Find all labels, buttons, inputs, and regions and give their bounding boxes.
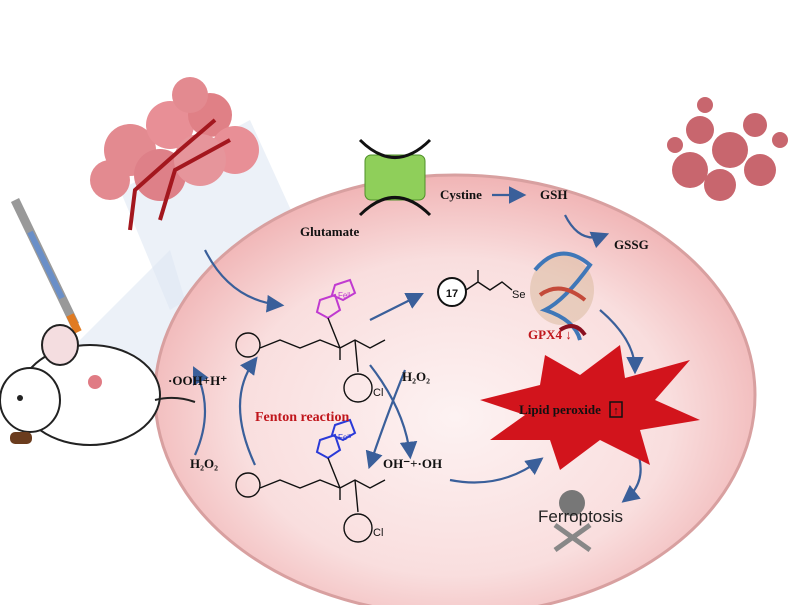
skull-crossbones-icon <box>553 490 592 553</box>
gssg-label: GSSG <box>614 237 649 252</box>
fenton-reaction-label: Fenton reaction <box>255 410 349 425</box>
selenium-label: Se <box>512 289 525 301</box>
oh-radical-label: OH⁻+·OH <box>383 456 442 471</box>
fe-ii-label: Feᴵᴵ <box>338 291 350 300</box>
fe-iii-label: Feᴵᴵᴵ <box>338 433 351 442</box>
h2o2-left-label: H₂O₂ <box>190 456 218 471</box>
arrow-oh-to-lipid <box>449 457 544 484</box>
arrow-to-lipid <box>599 309 644 375</box>
cl-label-top: Cl <box>373 387 383 399</box>
ferrocene-fe2-molecule <box>235 278 386 403</box>
lipid-peroxide-label: Lipid peroxide <box>519 402 601 417</box>
gpx4-label: GPX4 ↓ <box>528 327 572 342</box>
h2o2-right-label: H₂O₂ <box>402 369 430 384</box>
glutamate-label: Glutamate <box>300 224 359 239</box>
acrylate-bonds <box>465 270 513 291</box>
ferrocene-fe3-molecule <box>235 418 386 543</box>
cystine-label: Cystine <box>440 187 482 202</box>
increase-arrow: ↑ <box>613 405 619 417</box>
arrow-gsh-gssg <box>564 214 610 249</box>
ooh-label: ·OOH+H⁺ <box>168 373 227 388</box>
cell-body <box>153 173 757 605</box>
tumor-tissue-icon <box>90 77 259 231</box>
cl-label-bottom: Cl <box>373 527 383 539</box>
syringe-icon <box>10 198 82 334</box>
gsh-label: GSH <box>540 187 567 202</box>
compound-17-badge <box>437 277 467 307</box>
arrow-left-up <box>193 366 209 456</box>
arrow-right-down <box>369 364 418 460</box>
arrow-into-cell <box>204 249 285 313</box>
arrow-to-17 <box>369 293 424 321</box>
ferroptosis-label: Ferroptosis <box>538 507 623 526</box>
mouse-icon <box>0 324 196 446</box>
compound-number: 17 <box>446 288 458 300</box>
transporter-icon <box>358 138 432 217</box>
gpx4-protein-icon <box>530 251 594 341</box>
increase-box <box>609 401 623 418</box>
lipid-peroxide-burst <box>480 345 700 470</box>
arrow-right-cycle <box>365 369 407 470</box>
dead-tumor-cells-icon <box>667 97 788 201</box>
arrow-left-cycle <box>239 356 258 466</box>
